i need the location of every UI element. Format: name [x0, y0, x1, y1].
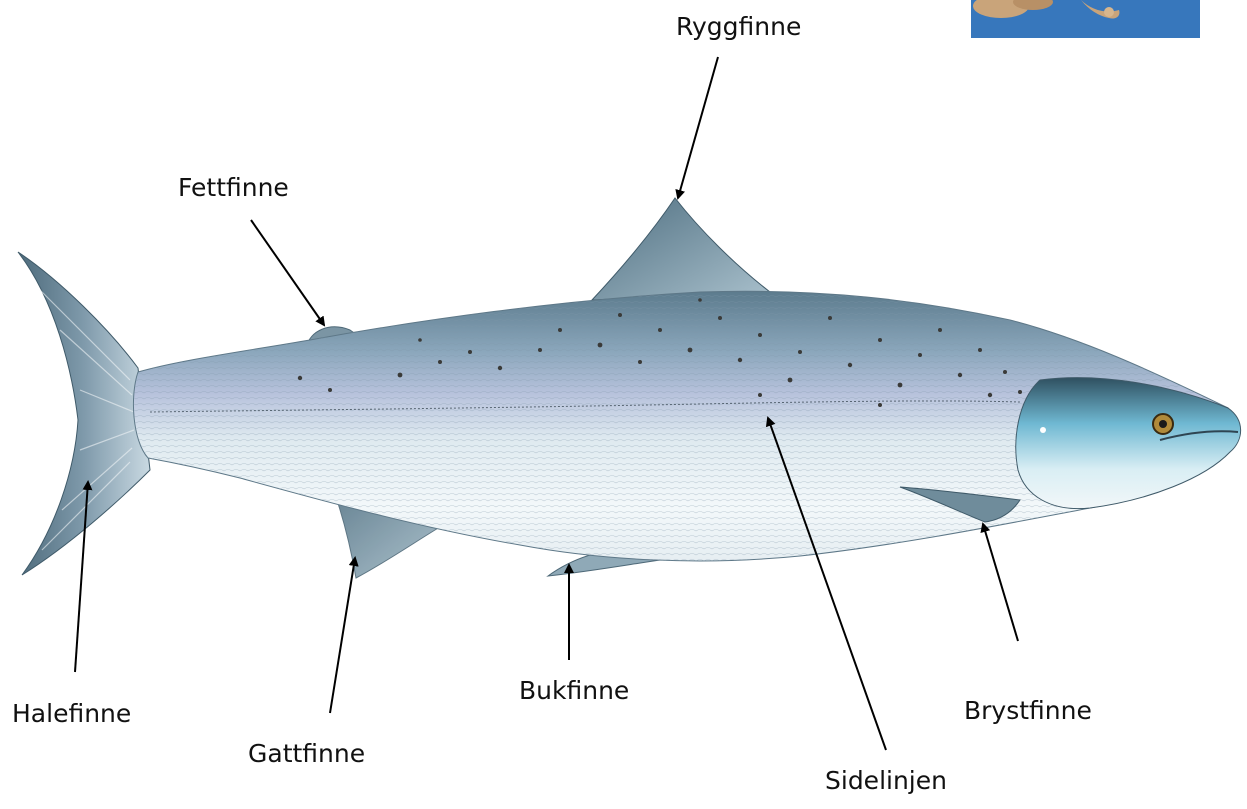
dorsal-fin [592, 198, 770, 300]
label-halefinne: Halefinne [12, 699, 131, 729]
label-brystfinne: Brystfinne [964, 696, 1092, 726]
arrow-fettfinne [251, 220, 324, 325]
label-ryggfinne: Ryggfinne [676, 12, 801, 42]
arrow-brystfinne [983, 524, 1018, 641]
arrow-ryggfinne [678, 57, 718, 198]
label-gattfinne: Gattfinne [248, 739, 365, 769]
arrow-gattfinne [330, 558, 355, 713]
label-bukfinne: Bukfinne [519, 676, 629, 706]
label-sidelinjen: Sidelinjen [825, 766, 947, 796]
label-fettfinne: Fettfinne [178, 173, 289, 203]
photo-thumbnail [971, 0, 1200, 38]
